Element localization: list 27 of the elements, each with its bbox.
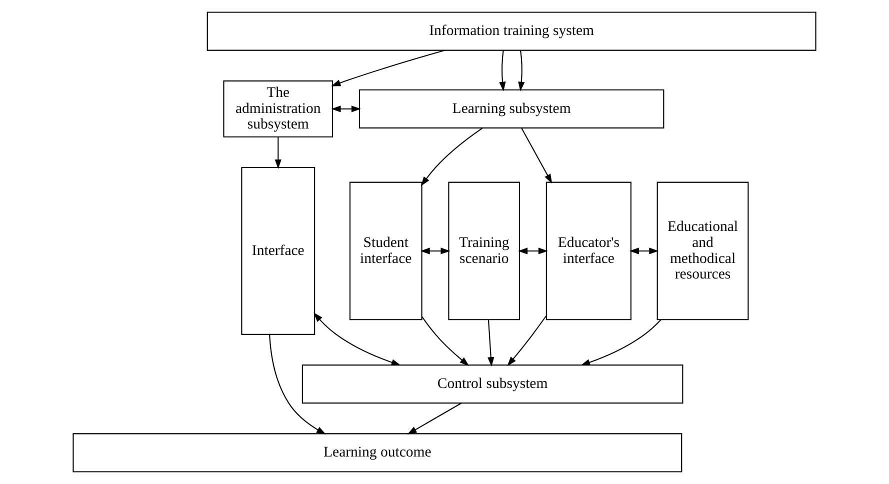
arrow <box>420 248 450 254</box>
arrow <box>580 319 662 366</box>
arrow <box>421 316 470 366</box>
arrow <box>499 50 506 92</box>
node-box: Training scenario <box>448 182 520 320</box>
arrow <box>274 136 282 169</box>
arrow <box>420 128 483 186</box>
arrow <box>407 402 462 434</box>
arrow <box>521 128 552 184</box>
node-box: Learning outcome <box>72 433 682 472</box>
arrow <box>518 248 548 254</box>
arrow <box>507 316 547 366</box>
node-box: Educator's interface <box>546 182 632 320</box>
node-box: Educational and methodical resources <box>656 182 749 320</box>
node-box: Interface <box>241 167 316 335</box>
arrow <box>629 248 659 254</box>
arrow <box>331 50 446 86</box>
node-box: The administration subsystem <box>223 80 334 138</box>
arrow <box>488 320 494 367</box>
arrow <box>269 334 326 434</box>
node-box: Information training system <box>206 12 816 51</box>
node-box: Control subsystem <box>302 364 684 404</box>
node-box: Student interface <box>349 182 422 320</box>
arrow <box>331 106 361 112</box>
arrow <box>314 312 401 366</box>
node-box: Learning subsystem <box>358 89 664 128</box>
arrow <box>518 50 525 92</box>
